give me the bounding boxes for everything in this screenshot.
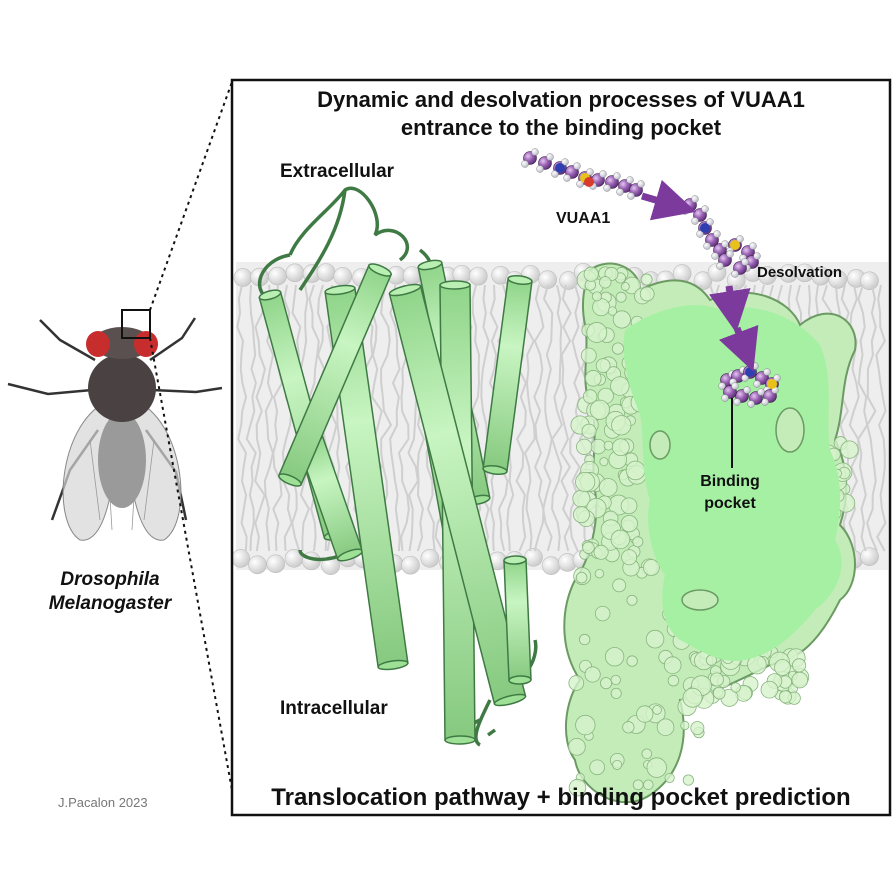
arrow-1	[641, 179, 697, 221]
species-name-line2: Melanogaster	[48, 593, 172, 614]
translocation-arrows	[641, 179, 759, 372]
arrow-3	[718, 324, 759, 372]
transmembrane-helices	[258, 259, 533, 745]
fly-thorax	[88, 354, 156, 422]
arrow-2	[709, 285, 751, 333]
ligand-bound	[718, 362, 781, 408]
zoom-lines	[149, 81, 233, 791]
fly-abdomen	[98, 412, 146, 508]
vuaa1-label: VUAA1	[556, 210, 611, 227]
protein-cartoon	[258, 186, 538, 747]
fly-left-eye	[86, 331, 110, 357]
helix	[503, 555, 532, 685]
intracellular-label: Intracellular	[280, 698, 388, 719]
ligand-start	[521, 148, 645, 200]
desolvation-label: Desolvation	[757, 264, 843, 281]
binding-cavity	[623, 305, 842, 661]
helix	[277, 263, 393, 487]
fly-illustration	[7, 309, 223, 541]
extracellular-label: Extracellular	[280, 161, 395, 182]
helix	[388, 283, 527, 707]
panel-frame	[230, 78, 892, 817]
credit-text: J.Pacalon 2023	[58, 795, 148, 810]
species-name-line1: Drosophila	[60, 569, 160, 590]
helix	[482, 274, 533, 476]
bottom-title: Translocation pathway + binding pocket p…	[271, 784, 851, 811]
zoom-box	[121, 309, 151, 339]
figure-title-line2: entrance to the binding pocket	[400, 115, 722, 140]
helix	[324, 284, 409, 671]
binding-pocket-label-line1: Binding	[700, 473, 760, 490]
figure-title-line1: Dynamic and desolvation processes of VUA…	[317, 87, 805, 112]
binding-pocket-label-line2: pocket	[704, 495, 756, 512]
protein-surface	[563, 262, 859, 804]
fly-right-eye	[134, 331, 158, 357]
